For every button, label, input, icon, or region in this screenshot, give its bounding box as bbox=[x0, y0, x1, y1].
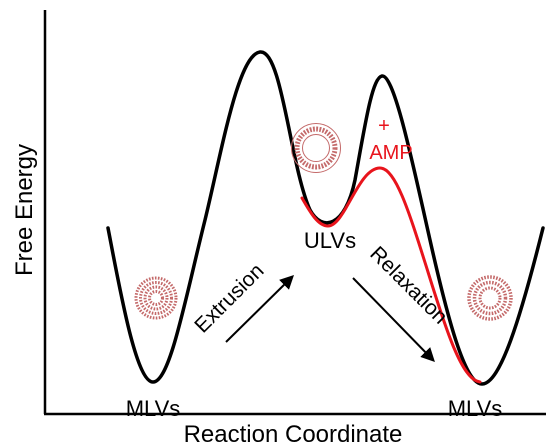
amp-curve bbox=[300, 166, 482, 384]
extrusion-label: Extrusion bbox=[190, 259, 268, 337]
ulv-label: ULVs bbox=[304, 228, 356, 253]
extrusion-arrow-icon bbox=[225, 275, 294, 343]
mlv-right-icon bbox=[467, 275, 513, 321]
y-axis-label: Free Energy bbox=[11, 144, 38, 276]
mlv-left-label: MLVs bbox=[126, 396, 181, 421]
mlv-right-label: MLVs bbox=[448, 396, 503, 421]
relaxation-label: Relaxation bbox=[365, 242, 451, 328]
plus-label: + bbox=[378, 115, 390, 137]
free-energy-curve bbox=[106, 50, 545, 386]
mlv-left-icon bbox=[134, 276, 178, 320]
x-axis-label: Reaction Coordinate bbox=[184, 421, 403, 445]
amp-label: AMP bbox=[369, 142, 412, 164]
relaxation-arrow-icon bbox=[352, 277, 435, 363]
ulv-icon bbox=[291, 123, 341, 173]
